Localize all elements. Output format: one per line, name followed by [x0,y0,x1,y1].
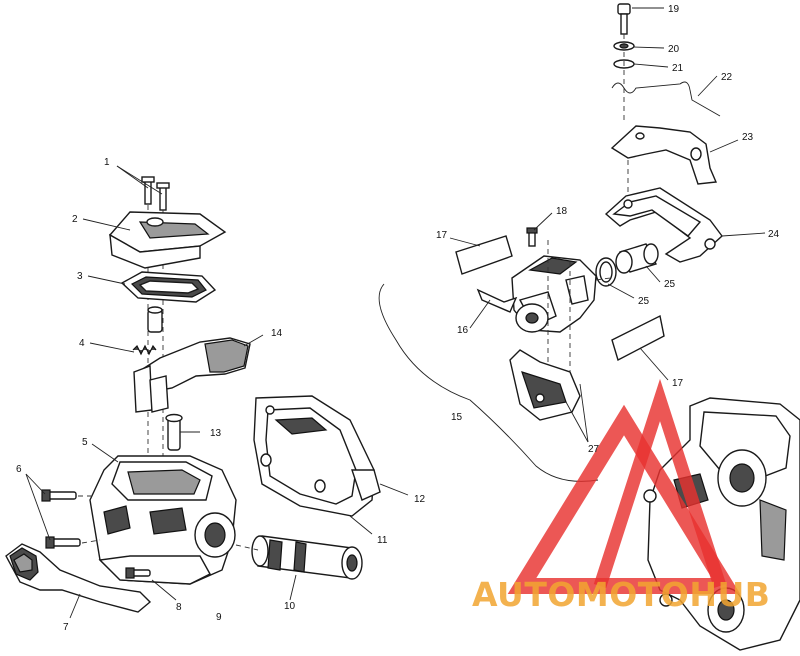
part-plunger [147,306,163,333]
callout-11: 11 [377,535,388,546]
callout-24: 24 [768,229,780,240]
callout-10: 10 [284,601,296,612]
callout-4: 4 [79,338,85,349]
part-6-bolts [41,489,81,549]
part-18-small-bolt [526,227,538,247]
part-19-bolt [617,3,631,35]
callout-13: 13 [210,428,222,439]
leader-lines [25,7,766,619]
callout-14: 14 [271,328,283,339]
part-13-pin [165,413,183,451]
callout-1: 1 [104,157,110,168]
part-8-screw [125,567,151,579]
part-23-bracket [610,125,718,185]
part-7-brake-lever [5,543,152,613]
part-1-screws [141,176,170,211]
callout-7: 7 [63,622,69,633]
part-14-throttle-lever [133,337,251,413]
part-caliper-body [511,255,597,333]
part-3-gasket [120,271,217,303]
part-17-shim-lower [611,314,665,362]
callout-2: 2 [72,214,78,225]
part-25-o-ring [595,257,617,287]
group-15-bracket-line [378,283,599,482]
callout-3: 3 [77,271,83,282]
callout-17-lower: 17 [672,378,684,389]
callout-23: 23 [742,132,754,143]
part-25-piston [615,243,659,274]
part-11-end-cover [253,395,381,517]
callout-20: 20 [668,44,680,55]
callout-25-ring: 25 [638,296,650,307]
callout-18: 18 [556,206,568,217]
callout-21: 21 [672,63,684,74]
part-4-spring [132,344,157,356]
part-5-housing [89,455,237,585]
callout-9: 9 [216,612,222,623]
callout-8: 8 [176,602,182,613]
callout-5: 5 [82,437,88,448]
part-17-shim-upper [455,235,513,275]
callout-labels: 1 2 3 4 5 6 7 8 9 10 11 12 13 14 15 16 1… [16,4,780,633]
part-10-tube [251,535,363,580]
callout-6: 6 [16,464,22,475]
part-22-spring-clip [611,81,721,117]
watermark-text: AUTOMOTOHUB [472,575,770,614]
watermark-logo [507,378,741,594]
callout-27: 27 [588,444,600,455]
part-24-frame [604,187,723,263]
part-16-clip [476,288,518,313]
part-27-brake-pad [509,349,581,421]
callout-19: 19 [668,4,680,15]
callout-22: 22 [721,72,733,83]
part-2-cover [108,211,227,269]
callout-25-piston: 25 [664,279,676,290]
callout-12: 12 [414,494,426,505]
callout-16: 16 [457,325,469,336]
callout-17-upper: 17 [436,230,448,241]
callout-15: 15 [451,412,463,423]
